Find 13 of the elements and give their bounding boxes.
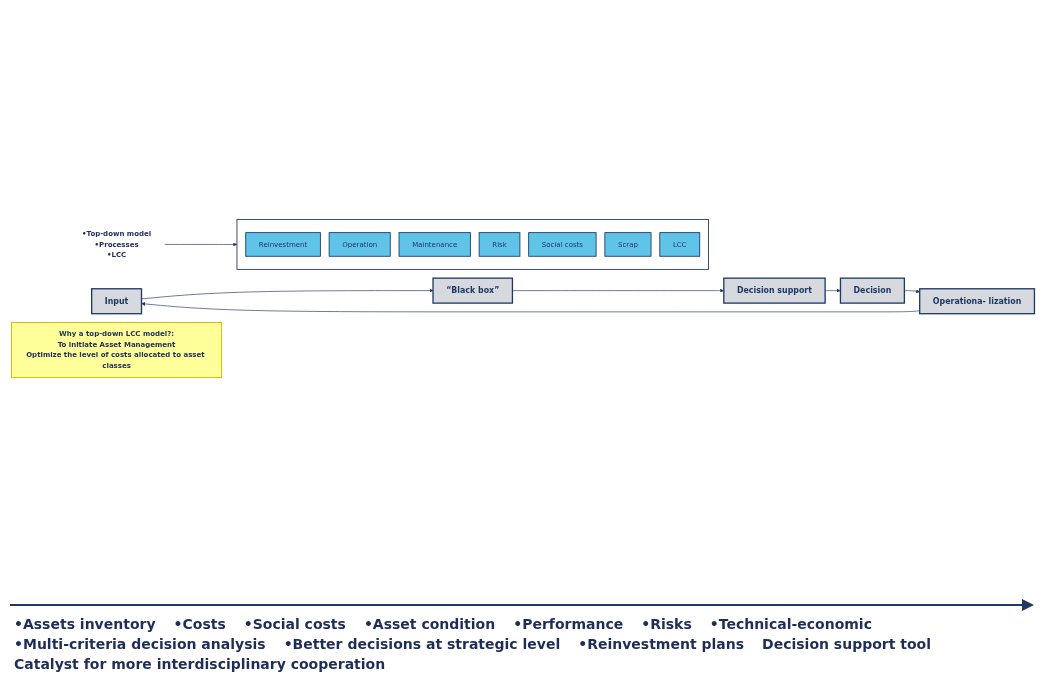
bullet-text: Decision support tool — [762, 636, 932, 652]
bullet-text: •Technical-economic — [709, 616, 872, 632]
bullet-text: •Social costs — [243, 616, 346, 632]
bullet-text: •Asset condition — [363, 616, 496, 632]
bullet-text: •Costs — [173, 616, 226, 632]
bullet-text: Catalyst for more interdisciplinary cooperation — [14, 656, 386, 672]
bullet-text: •Multi-criteria decision analysis — [14, 636, 266, 652]
bullet-text: •Assets inventory — [14, 616, 156, 632]
bullet-text: •Better decisions at strategic level — [283, 636, 561, 652]
bullet-text: •Risks — [641, 616, 692, 632]
bullet-text: •Performance — [513, 616, 624, 632]
bullet-text: •Reinvestment plans — [578, 636, 745, 652]
cluster — [236, 219, 709, 271]
